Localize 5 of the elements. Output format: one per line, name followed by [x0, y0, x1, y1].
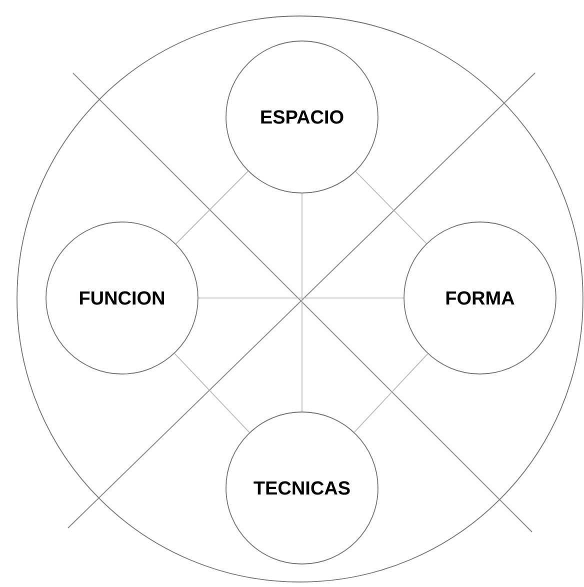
- connector-line: [176, 170, 248, 244]
- connector-line: [174, 353, 250, 433]
- connector-line: [354, 353, 428, 433]
- circle: [16, 16, 584, 582]
- connector-line: [355, 171, 427, 244]
